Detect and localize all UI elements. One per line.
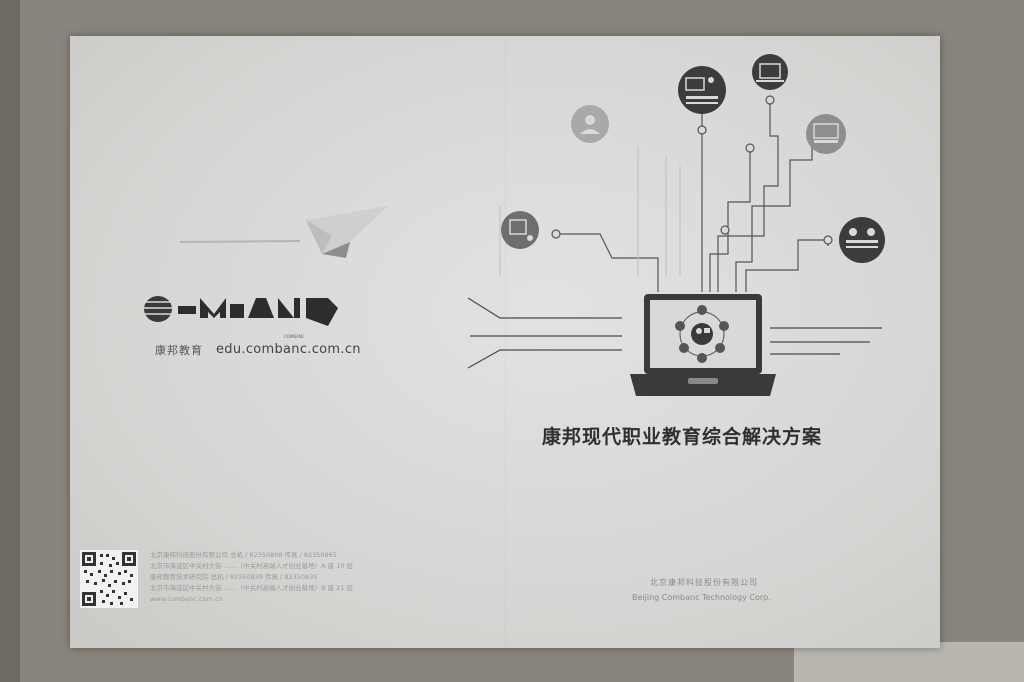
contact-line: 北京市海淀区中关村大街 ……（中关村高端人才创业基地）A 座 10 层 <box>150 562 353 570</box>
classroom-icon <box>806 114 846 154</box>
people-icon <box>571 105 609 143</box>
logo-wordmark-shapes <box>178 298 338 326</box>
teacher-icon <box>691 323 713 345</box>
faint-circuit-lines <box>499 146 681 276</box>
contact-line: www.combanc.com.cn <box>150 595 223 603</box>
logo-wordmark-text: COMBANC <box>284 334 305 339</box>
company-name-cn: 北京康邦科技股份有限公司 <box>650 578 758 587</box>
logo-brand-cn: 康邦教育 <box>155 344 203 357</box>
center-fold <box>505 36 506 648</box>
combanc-logo <box>144 296 338 326</box>
qr-code <box>80 550 138 608</box>
contact-line: 北京市海淀区中关村大街 ……（中关村高端人才创业基地）B 座 21 层 <box>150 584 353 592</box>
laptop-icon <box>630 294 776 396</box>
backdrop-light-patch <box>794 642 1024 682</box>
whiteboard-icon <box>501 211 539 249</box>
brochure-artwork <box>80 54 885 608</box>
handshake-icon <box>839 217 885 263</box>
data-bus-lines <box>467 297 882 369</box>
contact-line: 北京康邦科技股份有限公司 总机 / 82350808 传真 / 82350865 <box>150 551 337 559</box>
contact-block: 北京康邦科技股份有限公司 总机 / 82350808 传真 / 82350865… <box>150 550 420 605</box>
company-name-en: Beijing Combanc Technology Corp. <box>632 593 771 602</box>
backdrop-edge <box>0 0 20 682</box>
website-url[interactable]: edu.combanc.com.cn <box>216 342 361 357</box>
video-screen-icon <box>752 54 788 90</box>
logo-globe-icon <box>144 296 172 322</box>
brochure-title: 康邦现代职业教育综合解决方案 <box>542 426 823 448</box>
contact-line: 康邦教育技术研究院 总机 / 82350839 传真 / 82350835 <box>150 573 318 581</box>
brochure-sheet: 康邦教育 edu.combanc.com.cn COMBANC 康邦现代职业教育… <box>70 36 940 648</box>
paper-plane-icon <box>179 206 388 258</box>
circuit-lines <box>551 92 833 292</box>
presentation-icon <box>678 66 726 114</box>
